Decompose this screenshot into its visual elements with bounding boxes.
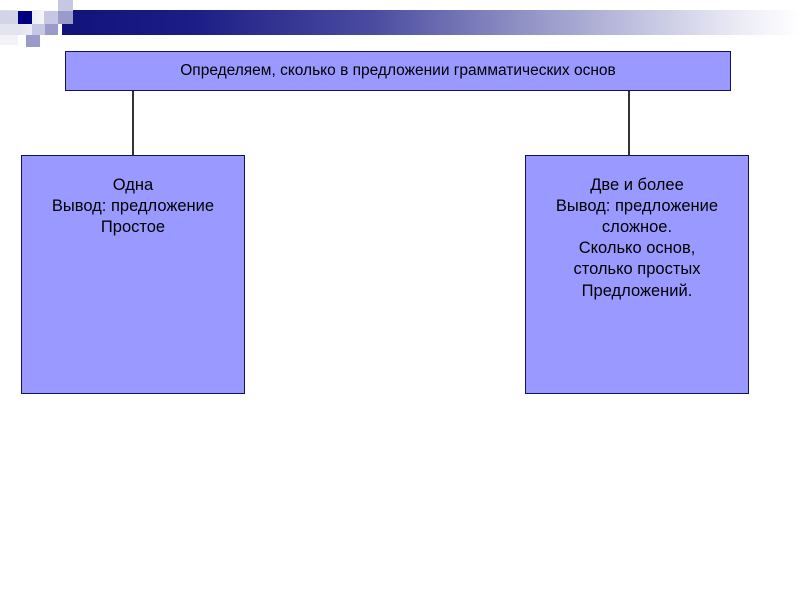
- diagram-title-node: Определяем, сколько в предложении грамма…: [65, 51, 731, 91]
- right-node-line: столько простых: [573, 260, 701, 279]
- header-gradient-bar: [62, 10, 800, 35]
- header-mosaic-square: [0, 24, 18, 35]
- right-node-line: Предложений.: [581, 281, 693, 300]
- right-node-line: Вывод: предложение: [555, 197, 719, 216]
- diagram-title-label: Определяем, сколько в предложении грамма…: [180, 62, 616, 80]
- header-mosaic-square: [18, 2, 32, 11]
- left-node-line: Одна: [112, 176, 154, 194]
- header-mosaic-square: [0, 35, 18, 45]
- right-node-line: сложное.: [601, 218, 673, 237]
- header-mosaic-square: [32, 24, 45, 35]
- diagram-left-node: Одна Вывод: предложение Простое: [21, 155, 245, 394]
- header-mosaic-square: [44, 11, 58, 24]
- header-mosaic-square: [0, 11, 18, 24]
- header-mosaic-square: [26, 35, 40, 47]
- right-node-line: Две и более: [590, 176, 684, 194]
- left-node-line: Простое: [100, 218, 166, 237]
- header-mosaic-square: [58, 0, 73, 11]
- left-node-line: Вывод: предложение: [51, 197, 215, 216]
- header-mosaic-square: [44, 0, 58, 11]
- diagram-right-node: Две и более Вывод: предложение сложное. …: [525, 155, 749, 394]
- header-mosaic-square: [45, 24, 58, 35]
- right-node-line: Сколько основ,: [578, 239, 696, 258]
- header-mosaic-square: [58, 11, 73, 24]
- header-mosaic-square: [18, 11, 32, 24]
